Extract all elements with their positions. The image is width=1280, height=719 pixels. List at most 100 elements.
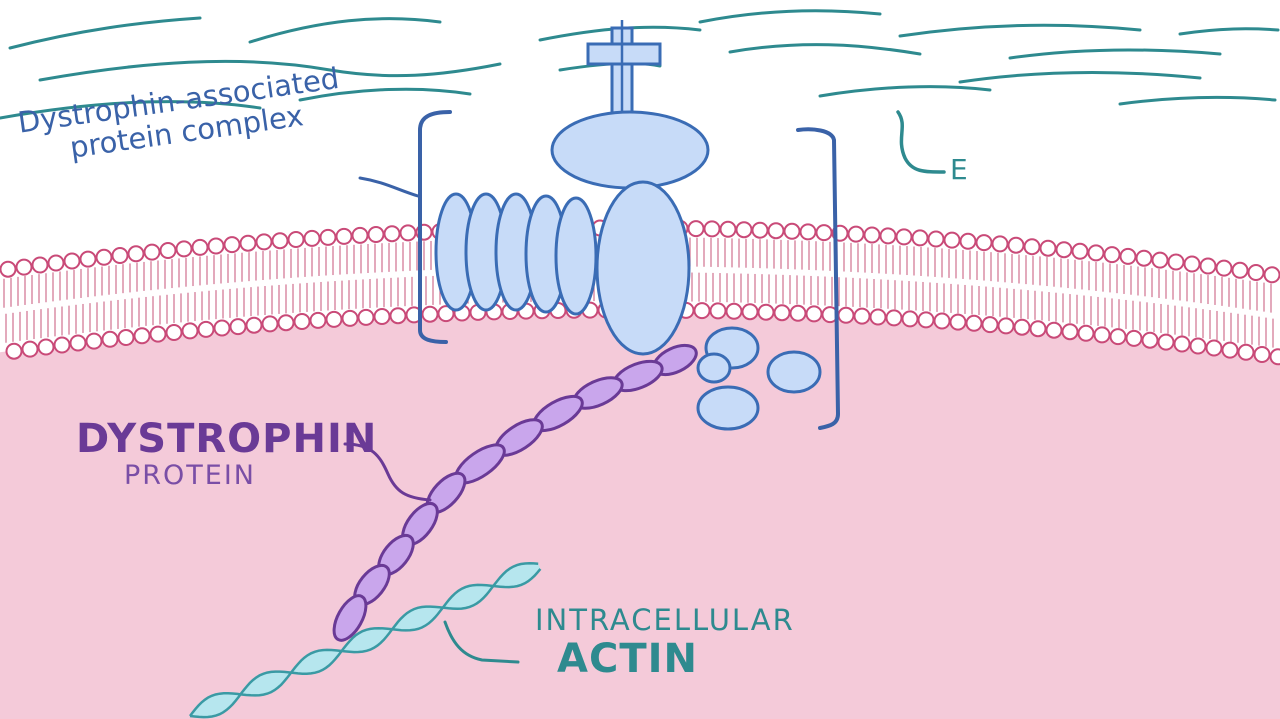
lipid-head-inner <box>437 305 455 323</box>
lipid-head-outer <box>319 228 337 246</box>
lipid-head-inner <box>1061 323 1079 341</box>
lipid-head-inner <box>213 319 231 337</box>
lipid-head-outer <box>735 221 753 239</box>
lipid-head-inner <box>1237 343 1255 361</box>
lipid-head-outer <box>1215 259 1233 277</box>
lipid-head-inner <box>341 309 359 327</box>
lipid-head-inner <box>149 325 167 343</box>
collagen-fiber <box>698 9 882 24</box>
lipid-head-inner <box>965 314 983 332</box>
lipid-head-inner <box>1125 329 1143 347</box>
lipid-head-outer <box>687 220 705 238</box>
lipid-head-inner <box>1029 320 1047 338</box>
lipid-head-outer <box>47 254 65 272</box>
lipid-head-inner <box>757 303 775 321</box>
lipid-head-inner <box>117 329 135 346</box>
lipid-head-outer <box>0 260 17 278</box>
lipid-head-inner <box>1109 328 1127 346</box>
lipid-head-outer <box>1087 244 1105 262</box>
dystrophin-label-line2: PROTEIN <box>124 460 257 491</box>
extracellular-leader <box>896 110 946 174</box>
dystrophin-label-line1: DYSTROPHIN <box>76 416 378 462</box>
lipid-head-outer <box>847 225 865 243</box>
lipid-head-inner <box>1253 346 1271 363</box>
lipid-head-inner <box>805 305 823 323</box>
lipid-head-inner <box>981 316 999 334</box>
lipid-head-outer <box>1023 238 1041 256</box>
extracellular-label: E <box>950 153 968 186</box>
lipid-head-inner <box>1013 318 1031 336</box>
complex-globule <box>766 350 822 394</box>
dystrophin-protein-label: DYSTROPHIN PROTEIN <box>76 417 377 491</box>
lipid-head-outer <box>95 248 113 266</box>
dystrophin-protein-chain <box>332 343 698 642</box>
complex-globule <box>696 385 760 431</box>
lipid-head-outer <box>1231 261 1249 279</box>
left-bracket <box>418 110 452 344</box>
lipid-head-outer <box>271 232 289 250</box>
collagen-fiber <box>0 100 262 120</box>
lipid-head-outer <box>79 250 97 268</box>
lipid-head-outer <box>1247 264 1265 281</box>
lipid-head-outer <box>1071 242 1089 260</box>
lipid-head-inner <box>693 302 711 320</box>
lipid-head-inner <box>245 316 263 334</box>
lipid-head-outer <box>927 230 945 248</box>
collagen-fiber <box>298 87 472 102</box>
dystrophin-associated-protein-complex <box>434 20 822 431</box>
lipid-head-outer <box>1119 247 1137 265</box>
complex-barrel-ring <box>554 196 598 316</box>
lipid-head-outer <box>767 222 785 240</box>
lipid-head-outer <box>63 252 81 270</box>
lipid-head-outer <box>1263 266 1280 284</box>
lipid-head-inner <box>725 302 743 320</box>
complex-globule <box>696 352 732 384</box>
intracellular-actin-filament <box>189 561 542 719</box>
lipid-head-outer <box>751 221 769 239</box>
lipid-head-inner <box>917 311 935 329</box>
lipid-head-outer <box>159 242 177 259</box>
lipid-head-inner <box>1205 339 1223 357</box>
lipid-head-inner <box>37 338 55 356</box>
lipid-head-inner <box>1157 333 1175 351</box>
lipid-head-inner <box>1141 331 1159 349</box>
lipid-head-inner <box>21 340 39 358</box>
label-leader-lines <box>343 110 946 664</box>
complex-crossbar <box>586 42 662 66</box>
right-bracket <box>796 127 841 430</box>
lipid-head-inner <box>293 313 311 330</box>
lipid-head-outer <box>911 229 929 247</box>
lipid-head-outer <box>879 227 897 245</box>
lipid-head-inner <box>325 310 343 328</box>
collagen-fiber <box>1118 95 1277 106</box>
lipid-head-outer <box>783 222 801 240</box>
dystrophin-segment <box>332 594 368 642</box>
lipid-head-outer <box>1103 246 1121 264</box>
dapc-leader <box>358 176 420 198</box>
collagen-fiber <box>1178 27 1280 36</box>
lipid-head-outer <box>1007 236 1025 254</box>
lipid-head-outer <box>399 224 417 242</box>
lipid-head-outer <box>959 232 977 250</box>
lipid-head-inner <box>5 342 23 360</box>
lipid-head-outer <box>15 258 33 276</box>
lipid-head-outer <box>975 234 993 252</box>
lipid-head-inner <box>261 315 279 333</box>
lipid-head-inner <box>837 306 855 324</box>
dystrophin-leader <box>343 442 432 502</box>
intracellular-actin-label: INTRACELLULAR ACTIN <box>535 603 795 681</box>
lipid-head-outer <box>1055 241 1073 259</box>
actin-helix-fill <box>190 563 541 718</box>
lipid-head-inner <box>1077 324 1095 342</box>
actin-strand-a <box>189 568 542 719</box>
lipid-head-outer <box>255 233 273 251</box>
lipid-head-outer <box>31 256 49 274</box>
lipid-head-inner <box>1189 337 1207 355</box>
collagen-fiber <box>1008 48 1222 60</box>
lipid-head-outer <box>991 235 1009 253</box>
lipid-head-outer <box>303 229 321 247</box>
collagen-fiber <box>898 23 1142 38</box>
lipid-head-outer <box>703 220 721 238</box>
actin-label-line1: INTRACELLULAR <box>535 603 795 637</box>
